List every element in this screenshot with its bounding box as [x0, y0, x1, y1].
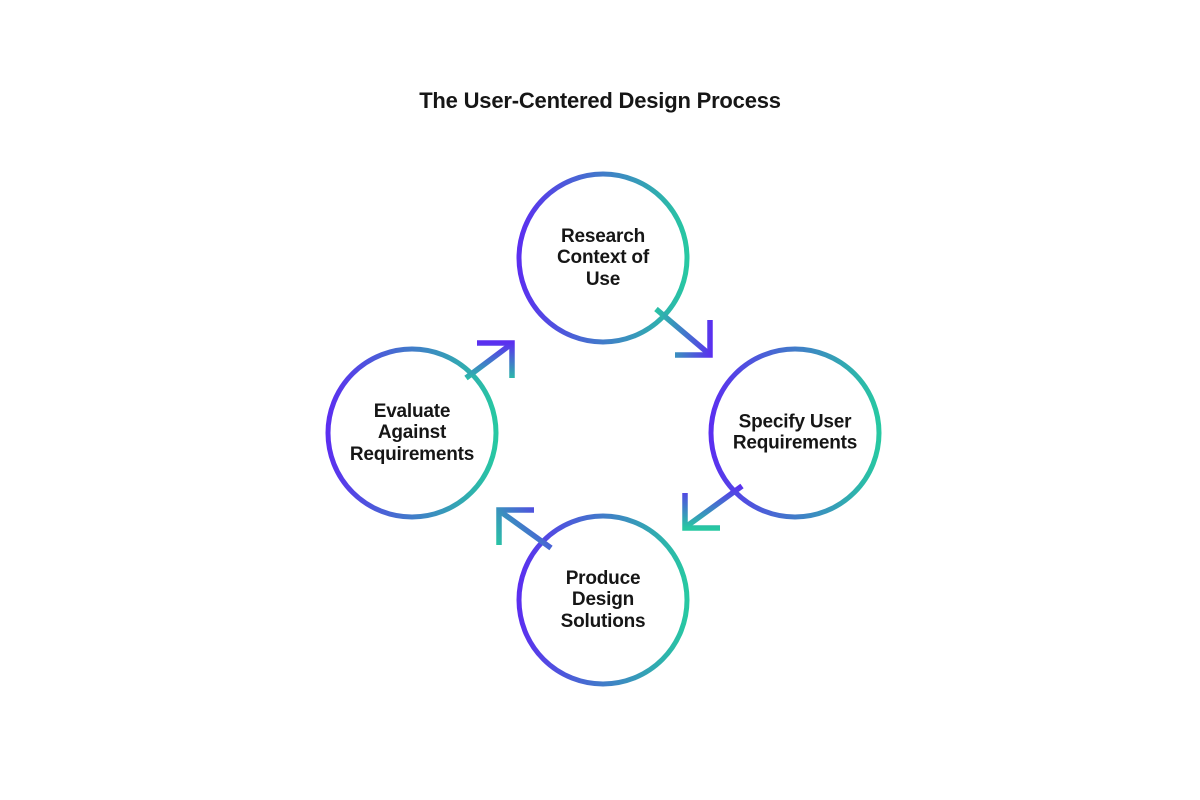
step-label-produce: Produce Design Solutions: [560, 568, 646, 632]
arrow-specify-to-produce: [682, 483, 744, 531]
step-label-evaluate: Evaluate Against Requirements: [349, 401, 475, 465]
arrow-evaluate-to-research: [464, 340, 515, 381]
step-label-specify: Specify User Requirements: [732, 411, 858, 454]
step-circle-research: [516, 171, 690, 345]
step-circle-specify: [708, 346, 882, 520]
step-circle-produce: [516, 513, 690, 687]
page-title: The User-Centered Design Process: [419, 88, 781, 113]
step-circle-evaluate: [325, 346, 499, 520]
step-label-research: Research Context of Use: [557, 226, 649, 290]
arrow-produce-to-evaluate: [496, 507, 553, 551]
arrow-research-to-specify: [654, 306, 713, 358]
